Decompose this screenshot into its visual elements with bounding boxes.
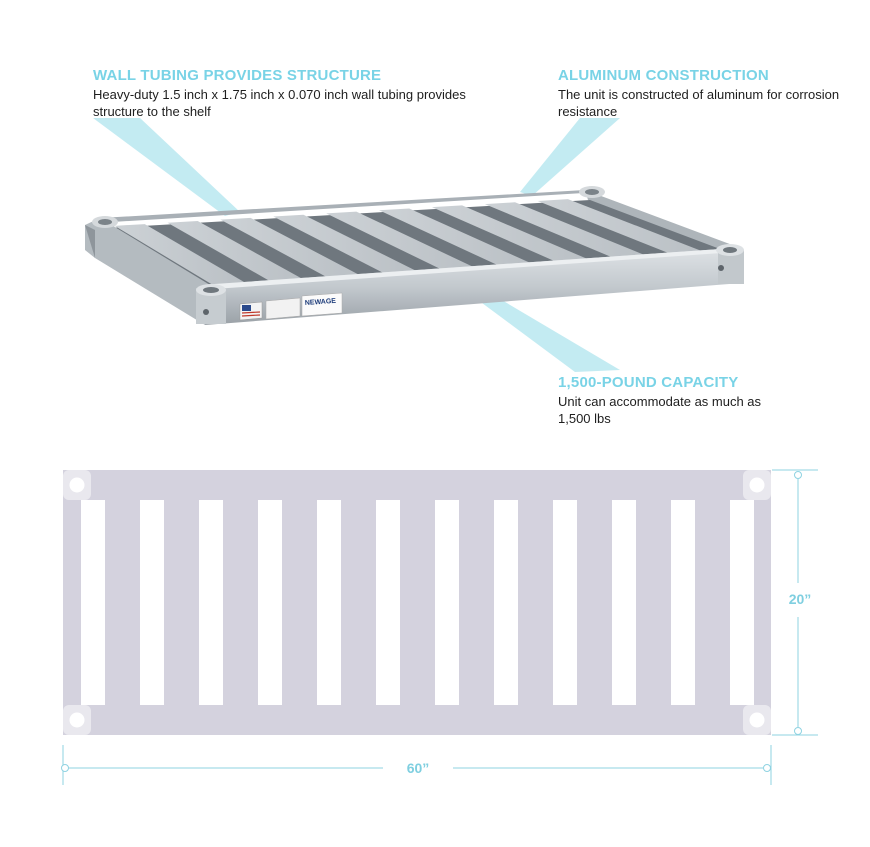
plan-slot [435, 500, 459, 705]
flag-label [239, 301, 263, 321]
callout-aluminum-construction: ALUMINUM CONSTRUCTION The unit is constr… [558, 67, 858, 120]
corner-post-front-right [716, 244, 744, 284]
plan-slot [140, 500, 164, 705]
corner-post-back-left [92, 216, 118, 228]
callout-title: WALL TUBING PROVIDES STRUCTURE [93, 67, 382, 84]
plan-slot [612, 500, 636, 705]
plan-slot [199, 500, 223, 705]
left-end-tube [85, 218, 215, 325]
plan-frame [63, 470, 771, 735]
callout-beam-aluminum [520, 118, 620, 196]
callout-wall-tubing: WALL TUBING PROVIDES STRUCTURE Heavy-dut… [93, 67, 473, 120]
plan-slot [258, 500, 282, 705]
shelf-photo: NEWAGE [85, 186, 744, 325]
plan-view [63, 470, 771, 735]
plan-corner-top-right [743, 470, 771, 500]
plan-slot [730, 500, 754, 705]
shelf-slat [484, 202, 652, 261]
shelf-slat [114, 224, 254, 290]
depth-dimension [772, 469, 818, 736]
shelf-slat [220, 217, 368, 282]
plan-slots [81, 500, 754, 705]
corner-post-front-left [196, 284, 226, 324]
right-side-rail [585, 190, 738, 258]
corner-post-back-right [579, 186, 605, 198]
shelf-slat [167, 220, 311, 286]
callout-title: ALUMINUM CONSTRUCTION [558, 67, 769, 84]
plan-slot [81, 500, 105, 705]
plan-slot [671, 500, 695, 705]
width-dimension [61, 745, 772, 785]
callout-beam-capacity [478, 296, 620, 372]
width-dimension-label: 60” [407, 760, 430, 776]
callout-beam-wall-tubing [93, 118, 240, 216]
plan-slot [494, 500, 518, 705]
shelf-slat [273, 214, 424, 278]
brand-text: NEWAGE [305, 298, 337, 307]
plan-slot [317, 500, 341, 705]
shelf-slat [537, 199, 709, 257]
callout-body: Unit can accommodate as much as 1,500 lb… [558, 394, 762, 426]
depth-dimension-label: 20” [789, 591, 812, 607]
plan-corner-bottom-right [743, 705, 771, 735]
plan-slot [376, 500, 400, 705]
shelf-slat [379, 208, 538, 269]
shelf-slat [431, 205, 595, 265]
callout-body: Heavy-duty 1.5 inch x 1.75 inch x 0.070 … [93, 87, 466, 119]
back-rail [100, 190, 600, 222]
plan-corner-top-left [63, 470, 91, 500]
plan-corner-bottom-left [63, 705, 91, 735]
plan-slot [553, 500, 577, 705]
shelf-slat [326, 211, 481, 273]
callout-body: The unit is constructed of aluminum for … [558, 87, 840, 119]
callout-title: 1,500-POUND CAPACITY [558, 374, 739, 391]
shelf-slats [114, 199, 709, 290]
brand-sticker: NEWAGE [301, 292, 343, 317]
callout-capacity: 1,500-POUND CAPACITY Unit can accommodat… [558, 374, 778, 427]
spec-sticker [265, 297, 301, 320]
